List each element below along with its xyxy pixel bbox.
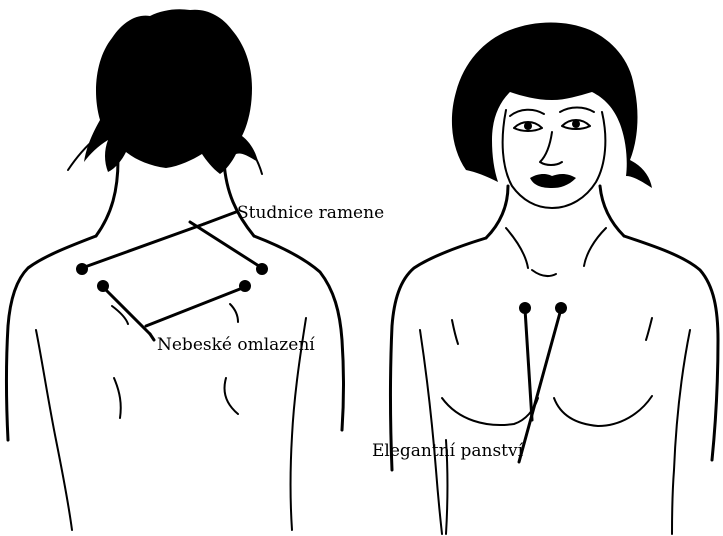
studnice-leader-connector bbox=[204, 212, 236, 224]
front-neck-left bbox=[486, 186, 508, 238]
back-blade-right bbox=[225, 378, 239, 414]
front-pupil-left bbox=[524, 122, 532, 130]
annotation-studnice-ramene: Studnice ramene bbox=[76, 203, 384, 275]
back-view-figure bbox=[7, 9, 344, 530]
studnice-point-left bbox=[76, 263, 88, 275]
nebeske-point-right bbox=[239, 280, 251, 292]
nebeske-leader-right bbox=[146, 287, 245, 326]
back-blade-left bbox=[114, 378, 121, 418]
back-shoulder-right bbox=[254, 236, 344, 430]
front-collarbone-left bbox=[506, 228, 528, 268]
front-brow-right bbox=[560, 108, 594, 113]
front-pupil-right bbox=[572, 120, 580, 128]
front-armpit-left bbox=[452, 320, 458, 344]
elegantni-point-right bbox=[555, 302, 567, 314]
back-neck-left bbox=[96, 160, 118, 236]
front-chest-right bbox=[554, 396, 652, 426]
front-neck-right bbox=[600, 186, 624, 236]
back-hair bbox=[84, 9, 258, 174]
studnice-leader-right bbox=[190, 222, 262, 268]
front-shoulder-right bbox=[624, 236, 718, 460]
front-shoulder-left bbox=[391, 238, 487, 470]
front-chest-left bbox=[442, 398, 538, 425]
back-neck-right bbox=[224, 162, 254, 236]
elegantni-panstvi-label: Elegantní panství bbox=[372, 441, 524, 461]
studnice-point-right bbox=[256, 263, 268, 275]
front-nose bbox=[540, 132, 562, 165]
nebeske-leader-connector bbox=[150, 334, 154, 340]
nebeske-point-left bbox=[97, 280, 109, 292]
front-hair bbox=[452, 23, 652, 189]
back-scapula-right bbox=[230, 304, 238, 322]
front-armpit-right bbox=[646, 318, 652, 340]
elegantni-point-left bbox=[519, 302, 531, 314]
annotation-elegantni-panstvi: Elegantní panství bbox=[372, 302, 567, 462]
front-sternal-notch bbox=[532, 270, 556, 276]
front-collarbone-right bbox=[584, 228, 606, 266]
studnice-ramene-label: Studnice ramene bbox=[237, 203, 384, 223]
elegantni-leader-left bbox=[525, 309, 532, 420]
back-arm-left-inner bbox=[36, 330, 72, 530]
back-hair-strand-left bbox=[68, 138, 96, 170]
annotation-nebeske-omlazeni: Nebeské omlazení bbox=[97, 280, 315, 355]
nebeske-omlazeni-label: Nebeské omlazení bbox=[157, 335, 315, 355]
front-arm-right-inner bbox=[672, 330, 690, 534]
front-arm-left-inner bbox=[420, 330, 442, 534]
front-brow-left bbox=[510, 110, 544, 116]
front-mouth bbox=[530, 174, 576, 188]
nebeske-leader-left bbox=[103, 287, 150, 334]
